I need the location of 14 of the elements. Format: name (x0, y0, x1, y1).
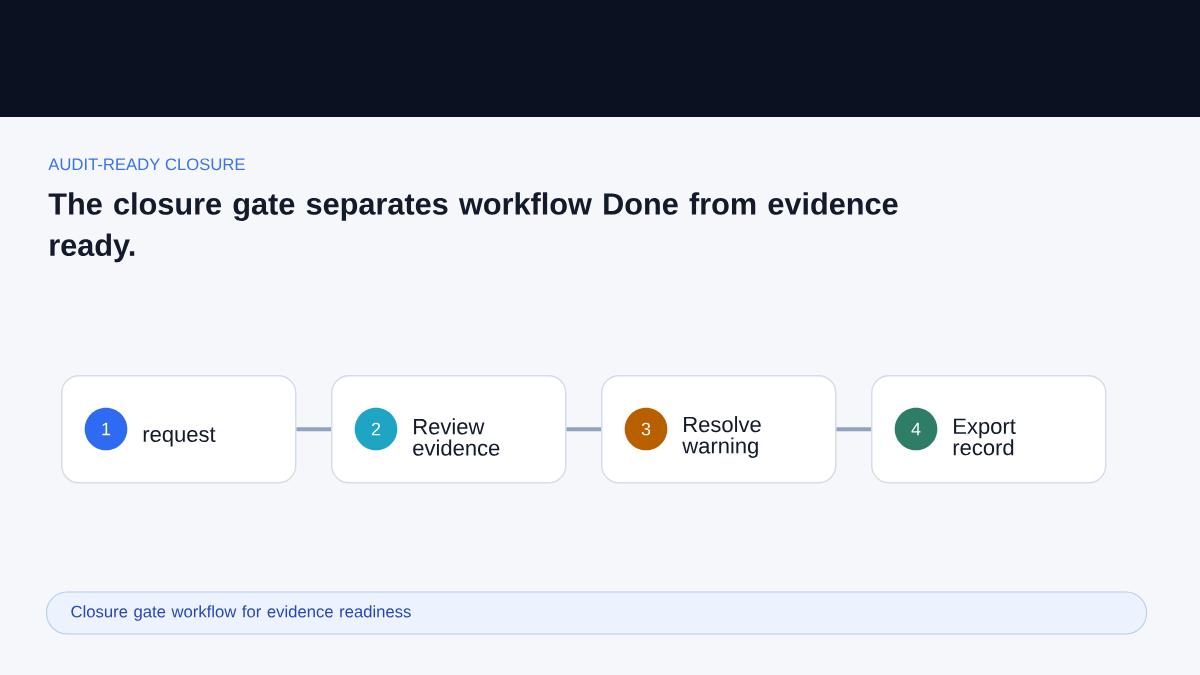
number-badge: 2 (354, 407, 398, 451)
heading: The closure gate separates workflow Done from evidence ready. (48, 192, 898, 263)
number-badge: 3 (624, 407, 668, 451)
caption-pill: Closure gate workflow for evidence readiness (46, 591, 1148, 635)
connector-line (836, 427, 871, 432)
number-badge: 1 (84, 407, 128, 451)
connector-line (566, 427, 601, 432)
step-label: Export record (953, 418, 1016, 456)
eyebrow-text: AUDIT-READY CLOSURE (48, 158, 245, 171)
step-label: request (143, 427, 216, 447)
number-badge: 4 (894, 407, 938, 451)
step-label: Resolve warning (682, 416, 761, 458)
connector-line (296, 427, 331, 432)
step-label: Review evidence (413, 418, 500, 456)
